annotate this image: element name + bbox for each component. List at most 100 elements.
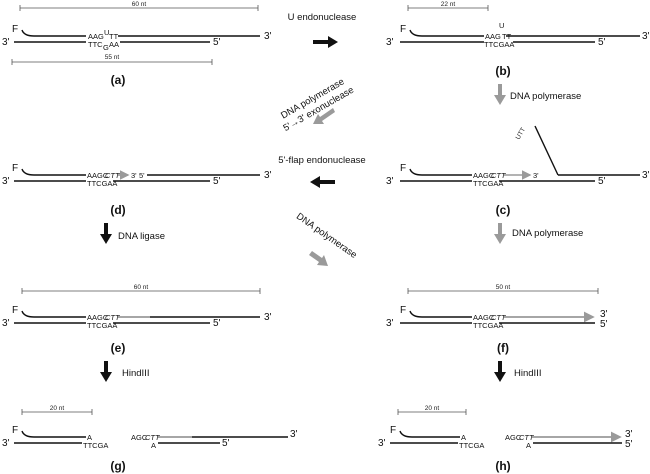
three-prime-label: 3': [2, 37, 10, 48]
three-prime-label: 3': [642, 170, 650, 181]
five-prime-label: 5': [213, 318, 221, 329]
three-prime-label: 3': [2, 176, 10, 187]
scale-bar-22nt: 22 nt: [407, 1, 489, 11]
seq-ttcgaa: TTCGAA: [87, 179, 117, 188]
seq-aagc: AAGC: [87, 313, 109, 322]
three-prime-label: 3': [378, 438, 386, 449]
seq-a: A: [526, 441, 531, 450]
seq-utt-flap: UTT: [515, 127, 527, 141]
step-hindiii: HindIII: [122, 368, 149, 379]
scale-label: 20 nt: [50, 405, 65, 412]
panel-label-a: (a): [111, 73, 126, 87]
black-arrow-left-icon: [310, 176, 335, 188]
top-strand-left: [21, 430, 86, 438]
seq-aa: AA: [109, 40, 119, 49]
step-polymerase-exonuclease: DNA polymerase 5'→3' exonuclease: [279, 76, 356, 134]
black-arrow-right-icon: [313, 36, 338, 48]
seq-ctt: CTT: [519, 433, 535, 442]
gray-diagonal-arrow-icon: [313, 108, 335, 124]
f-label: F: [400, 305, 406, 316]
f-label: F: [12, 305, 18, 316]
three-prime-label: 3': [600, 309, 608, 320]
panel-h: 20 nt F A 3' TTCGA AGC CTT 3' A 5' (h): [378, 405, 633, 473]
gray-arrow-down-icon: [494, 84, 506, 105]
seq-a: A: [461, 433, 466, 442]
gray-diagonal-arrow-icon: [309, 251, 328, 266]
scale-bar-60nt-e: 60 nt: [21, 284, 261, 294]
three-prime-label: 3': [264, 31, 272, 42]
seq-a: A: [151, 441, 156, 450]
seq-ttcgaa: TTCGAA: [484, 40, 514, 49]
f-label: F: [12, 24, 18, 35]
panel-label-h: (h): [495, 459, 510, 473]
seq-ctt: CTT: [145, 433, 161, 442]
f-label: F: [12, 425, 18, 436]
scale-bar-20nt-h: 20 nt: [397, 405, 467, 415]
flap-strand: [534, 125, 559, 176]
three-prime-label: 3': [290, 429, 298, 440]
seq-agc: AGC: [505, 433, 522, 442]
panel-f: 50 nt F AAGC CTT 3' 3' TTCGAA 5' (f): [386, 284, 608, 355]
seq-tt: TT: [109, 32, 119, 41]
panel-g: 20 nt F A 3' TTCGA AGC CTT 3' A 5' (g): [2, 405, 298, 473]
three-prime-label: 3': [642, 31, 650, 42]
seq-ctt: CTT: [491, 313, 507, 322]
panel-label-f: (f): [497, 341, 509, 355]
seq-ttcga: TTCGA: [83, 441, 108, 450]
three-prime-label: 3': [264, 312, 272, 323]
panel-label-b: (b): [495, 64, 510, 78]
five-prime-inline: 5': [139, 171, 145, 180]
seq-ctt: CTT: [105, 313, 121, 322]
seq-aagc: AAGC: [473, 313, 495, 322]
seq-u: U: [499, 21, 504, 30]
scale-label: 60 nt: [132, 1, 147, 8]
gray-arrow-down-icon: [494, 223, 506, 244]
three-prime-label: 3': [386, 318, 394, 329]
seq-agc: AGC: [131, 433, 148, 442]
scale-bar-50nt: 50 nt: [407, 284, 599, 294]
svg-text:DNA polymerase: DNA polymerase: [294, 211, 359, 261]
step-flap-endonuclease: 5'-flap endonuclease: [278, 155, 365, 166]
five-prime-label: 5': [598, 37, 606, 48]
seq-g: G: [103, 43, 109, 52]
scale-bar-20nt-g: 20 nt: [21, 405, 93, 415]
three-prime-label: 3': [264, 170, 272, 181]
three-prime-inline: 3': [533, 171, 539, 180]
panel-e: 60 nt F AAGC CTT 3' 3' TTCGAA 5' (e): [2, 284, 272, 355]
scale-bar-60nt-a: 60 nt: [19, 1, 259, 11]
five-prime-label: 5': [213, 37, 221, 48]
three-prime-label: 3': [2, 438, 10, 449]
seq-ttc: TTC: [88, 40, 103, 49]
seq-aagc: AAGC: [87, 171, 109, 180]
panel-a: 60 nt F AAG U TT 3' 3' TTC G AA 5' 55 nt…: [2, 1, 272, 87]
seq-aagc: AAGC: [473, 171, 495, 180]
top-strand-left: [21, 310, 86, 318]
step-dna-polymerase: DNA polymerase: [510, 91, 581, 102]
panel-label-d: (d): [110, 203, 125, 217]
three-prime-label: 3': [386, 37, 394, 48]
top-strand-left: [21, 29, 86, 37]
panel-c: UTT F AAGC CTT 3' 3' 3' TTCGAA 5' (c): [386, 125, 650, 217]
seq-ttcgaa: TTCGAA: [473, 321, 503, 330]
f-label: F: [12, 163, 18, 174]
step-u-endonuclease: U endonuclease: [288, 12, 357, 23]
three-prime-label: 3': [386, 176, 394, 187]
top-strand-left: [409, 310, 472, 318]
seq-ttcgaa: TTCGAA: [87, 321, 117, 330]
black-arrow-down-icon: [100, 361, 112, 382]
f-label: F: [390, 425, 396, 436]
top-strand-left: [21, 168, 86, 176]
panel-d: F AAGC CTT 3' 5' 3' 3' TTCGAA 5' (d): [2, 163, 272, 217]
seq-aag: AAG: [485, 32, 501, 41]
scale-label: 22 nt: [441, 1, 456, 8]
five-prime-label: 5': [598, 176, 606, 187]
three-prime-label: 3': [625, 429, 633, 440]
seq-ttcga: TTCGA: [459, 441, 484, 450]
black-arrow-down-icon: [494, 361, 506, 382]
three-prime-inline: 3': [131, 171, 137, 180]
three-prime-label: 3': [2, 318, 10, 329]
scale-label: 20 nt: [425, 405, 440, 412]
five-prime-label: 5': [600, 319, 608, 330]
